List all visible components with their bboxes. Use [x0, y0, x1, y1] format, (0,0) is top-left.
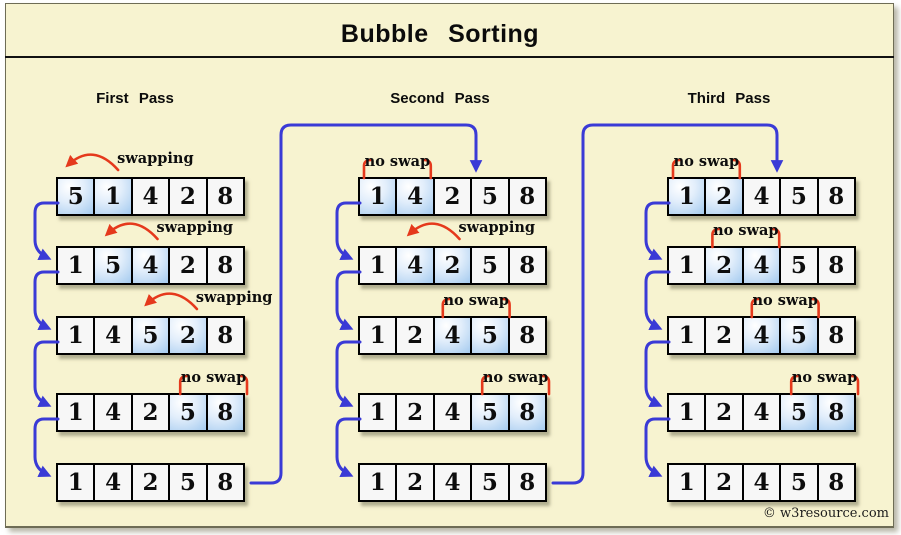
array-cell: 4	[432, 463, 473, 502]
array-cell: 5	[779, 463, 819, 502]
array-cell: 1	[93, 177, 133, 216]
title-divider	[5, 56, 894, 58]
array-cell: 2	[704, 316, 744, 355]
array-cell: 5	[779, 316, 819, 355]
array-cell: 5	[470, 463, 510, 502]
array-cell: 8	[205, 316, 245, 355]
array-cell: 8	[816, 177, 856, 216]
array-cell: 4	[741, 316, 782, 355]
array-cell: 1	[56, 316, 96, 355]
array-cell: 2	[432, 177, 473, 216]
array-cell: 8	[816, 246, 856, 285]
array-cell: 8	[205, 177, 245, 216]
array-cell: 1	[56, 246, 96, 285]
array-cell: 1	[358, 316, 398, 355]
array-cell: 5	[779, 393, 819, 432]
array-cell: 2	[704, 246, 744, 285]
array-cell: 1	[667, 177, 707, 216]
array-cell: 4	[741, 393, 782, 432]
array-cell: 4	[130, 177, 171, 216]
array-cell: 4	[432, 393, 473, 432]
array-cell: 8	[507, 463, 547, 502]
array-cell: 5	[779, 246, 819, 285]
pass-header-third: Third Pass	[687, 90, 771, 107]
array-cell: 5	[470, 177, 510, 216]
array-cell: 1	[667, 316, 707, 355]
array-cell: 8	[507, 246, 547, 285]
array-cell: 8	[507, 393, 547, 432]
array-cell: 2	[395, 316, 435, 355]
array-cell: 8	[507, 177, 547, 216]
array-cell: 5	[56, 177, 96, 216]
array-cell: 4	[741, 463, 782, 502]
array-cell: 1	[358, 246, 398, 285]
array-cell: 1	[667, 246, 707, 285]
array-cell: 5	[168, 393, 208, 432]
array-cell: 5	[470, 393, 510, 432]
array-cell: 2	[168, 316, 208, 355]
array-cell: 2	[130, 463, 171, 502]
array-cell: 4	[130, 246, 171, 285]
array-cell: 1	[56, 393, 96, 432]
array-cell: 8	[205, 393, 245, 432]
array-cell: 1	[358, 393, 398, 432]
array-cell: 2	[704, 463, 744, 502]
array-cell: 5	[93, 246, 133, 285]
array-cell: 1	[56, 463, 96, 502]
array-cell: 4	[93, 393, 133, 432]
array-cell: 4	[93, 316, 133, 355]
array-cell: 4	[93, 463, 133, 502]
array-cell: 8	[507, 316, 547, 355]
array-cell: 5	[470, 316, 510, 355]
array-cell: 8	[816, 463, 856, 502]
array-cell: 2	[432, 246, 473, 285]
array-cell: 4	[741, 246, 782, 285]
pass-header-first: First Pass	[96, 90, 174, 107]
array-cell: 8	[205, 246, 245, 285]
array-cell: 5	[130, 316, 171, 355]
array-cell: 8	[205, 463, 245, 502]
array-cell: 4	[395, 246, 435, 285]
watermark: © w3resource.com	[762, 506, 889, 521]
array-cell: 5	[470, 246, 510, 285]
array-cell: 8	[816, 393, 856, 432]
array-cell: 4	[432, 316, 473, 355]
array-cell: 2	[168, 177, 208, 216]
array-cell: 8	[816, 316, 856, 355]
array-cell: 4	[741, 177, 782, 216]
array-cell: 1	[358, 463, 398, 502]
array-cell: 2	[704, 177, 744, 216]
array-cell: 4	[395, 177, 435, 216]
array-cell: 2	[395, 393, 435, 432]
page-title: Bubble Sorting	[340, 20, 540, 48]
array-cell: 1	[667, 463, 707, 502]
array-cell: 2	[130, 393, 171, 432]
array-cell: 2	[168, 246, 208, 285]
array-cell: 1	[358, 177, 398, 216]
array-cell: 5	[168, 463, 208, 502]
array-cell: 1	[667, 393, 707, 432]
array-cell: 2	[395, 463, 435, 502]
array-cell: 5	[779, 177, 819, 216]
pass-header-second: Second Pass	[390, 90, 490, 107]
array-cell: 2	[704, 393, 744, 432]
